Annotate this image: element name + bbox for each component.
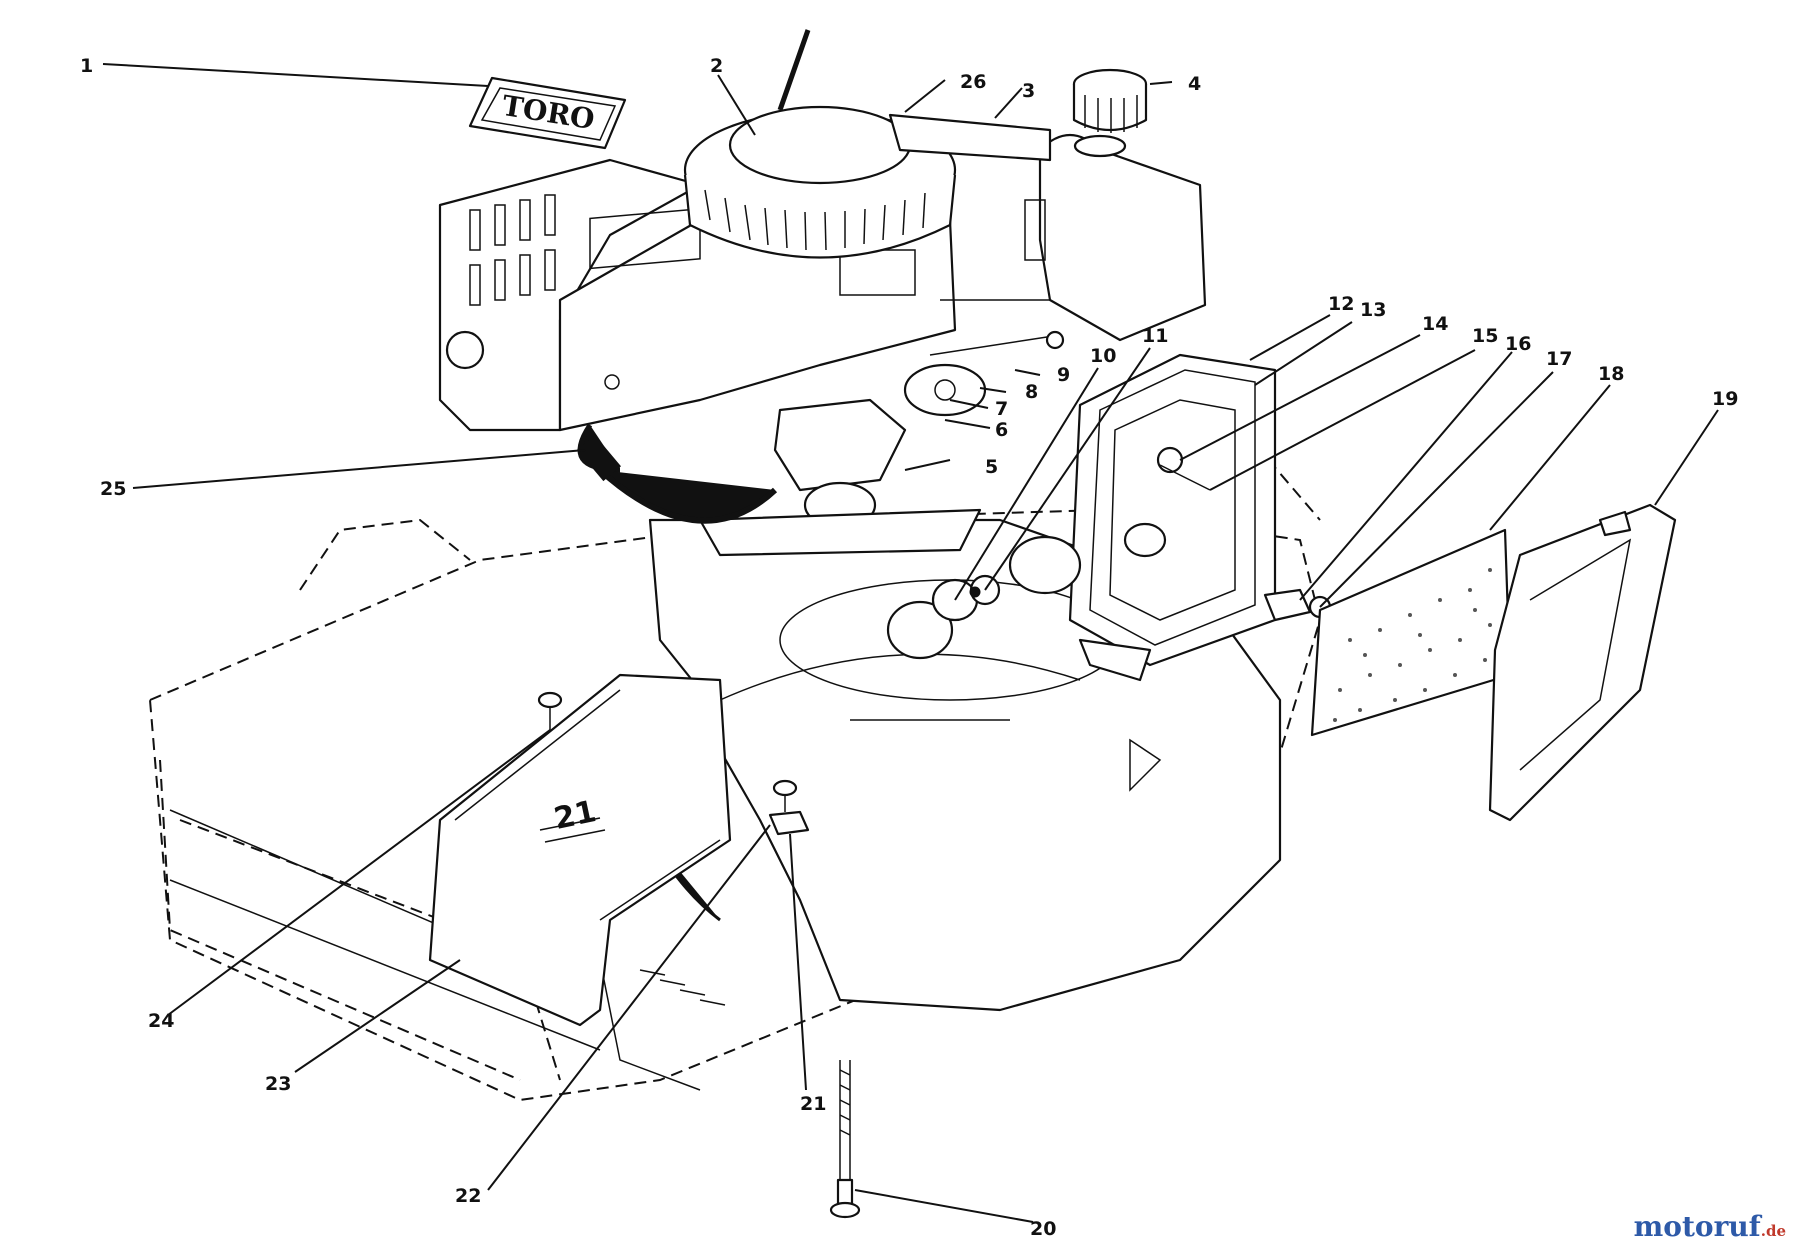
toro-decal: TORO: [468, 76, 627, 150]
callout-17: 17: [1546, 348, 1572, 370]
callout-10: 10: [1090, 345, 1116, 367]
fasteners: [537, 691, 861, 1219]
callout-9: 9: [1057, 364, 1070, 386]
callout-24: 24: [148, 1010, 174, 1032]
air-cleaner-body: [1008, 353, 1277, 682]
callout-11: 11: [1142, 325, 1168, 347]
callout-23: 23: [265, 1073, 291, 1095]
watermark-tld: .de: [1760, 1222, 1786, 1240]
callout-22: 22: [455, 1185, 481, 1207]
engine: [438, 29, 1207, 557]
leader-lines: [102, 63, 1719, 1223]
callout-8: 8: [1025, 381, 1038, 403]
callout-3: 3: [1022, 80, 1035, 102]
watermark-brand: motoruf: [1633, 1210, 1761, 1243]
callout-15: 15: [1472, 325, 1498, 347]
callout-19: 19: [1712, 388, 1738, 410]
callout-26: 26: [960, 71, 986, 93]
fuel-cap: [1072, 68, 1148, 158]
callout-5: 5: [985, 456, 998, 478]
callout-1: 1: [80, 55, 93, 77]
belt-cover: 21: [428, 673, 732, 1027]
callout-16: 16: [1505, 333, 1531, 355]
callout-18: 18: [1598, 363, 1624, 385]
callout-20: 20: [1030, 1218, 1056, 1240]
callout-21: 21: [800, 1093, 826, 1115]
callout-2: 2: [710, 55, 723, 77]
air-cleaner-cover: [1488, 503, 1677, 822]
watermark: motoruf.de: [1634, 1210, 1786, 1243]
callouts: 1 2 3 4 5 6 7 8 9 10 11 12 13 14 15 16 1…: [80, 55, 1738, 1240]
callout-14: 14: [1422, 313, 1448, 335]
callout-7: 7: [995, 398, 1008, 420]
cover-marking: 21: [551, 794, 599, 837]
callout-6: 6: [995, 419, 1008, 441]
air-filter-element: [1310, 528, 1512, 737]
callout-4: 4: [1188, 73, 1201, 95]
callout-13: 13: [1360, 299, 1386, 321]
callout-12: 12: [1328, 293, 1354, 315]
callout-25: 25: [100, 478, 126, 500]
